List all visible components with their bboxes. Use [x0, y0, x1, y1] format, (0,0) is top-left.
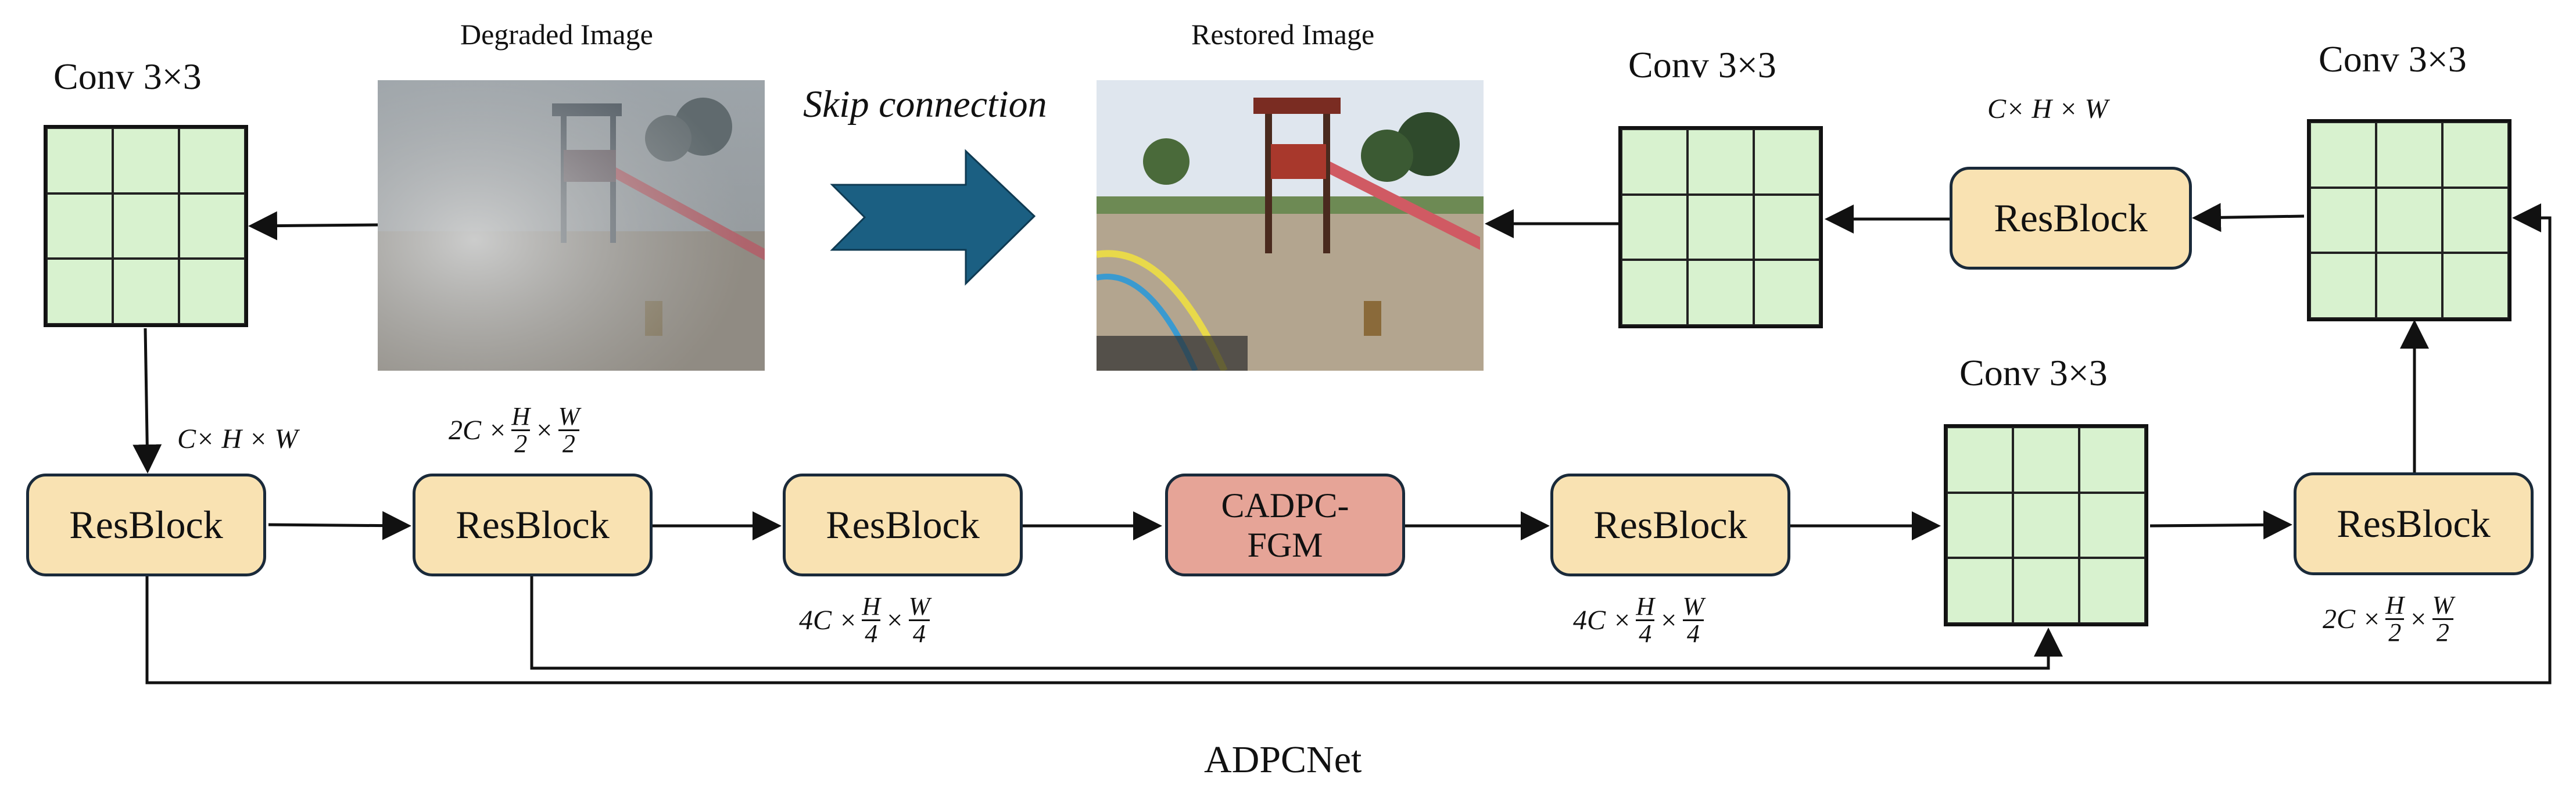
conv-label-mid: Conv 3×3: [1959, 352, 2108, 393]
dim-full-lower: C× H × W: [177, 424, 298, 454]
fgm-label-line1: CADPC-: [1221, 486, 1349, 525]
fgm-label-line2: FGM: [1247, 525, 1323, 564]
resblock-4: ResBlock: [1550, 474, 1790, 576]
skip-res2-to-conv: [530, 576, 2063, 670]
arrow-conv-to-res5: [2149, 510, 2292, 540]
dim-full-upper: C× H × W: [1987, 94, 2108, 124]
resblock-2: ResBlock: [413, 474, 653, 576]
resblock-top: ResBlock: [1950, 167, 2192, 270]
conv-label-output: Conv 3×3: [1628, 44, 1776, 85]
arrow-degraded-to-conv: [248, 211, 378, 241]
skip-arrow-shape: [830, 149, 1036, 286]
cadpc-fgm-block: CADPC- FGM: [1165, 474, 1405, 576]
conv-label-top-right: Conv 3×3: [2319, 38, 2467, 80]
degraded-image: [378, 80, 765, 371]
conv-grid-output: [1618, 126, 1823, 328]
conv-label-input: Conv 3×3: [53, 56, 202, 97]
restored-image: [1097, 80, 1484, 371]
conv-grid-input: [44, 125, 248, 327]
skip-res1-to-conv-top: [145, 203, 2552, 684]
arrow-res1-to-res2: [268, 511, 411, 540]
conv-grid-top-right: [2307, 119, 2511, 321]
resblock-5: ResBlock: [2294, 472, 2534, 575]
restored-image-label: Restored Image: [1191, 18, 1375, 51]
degraded-image-label: Degraded Image: [460, 18, 653, 51]
arrow-conv-to-resblock-top: [2192, 203, 2305, 232]
arrow-conv-to-resblock1: [132, 328, 162, 474]
diagram-caption: ADPCNet: [1204, 739, 1362, 781]
conv-grid-mid: [1944, 424, 2148, 626]
resblock-1: ResBlock: [26, 474, 266, 576]
skip-connection-label: Skip connection: [803, 83, 1047, 126]
resblock-3: ResBlock: [783, 474, 1023, 576]
